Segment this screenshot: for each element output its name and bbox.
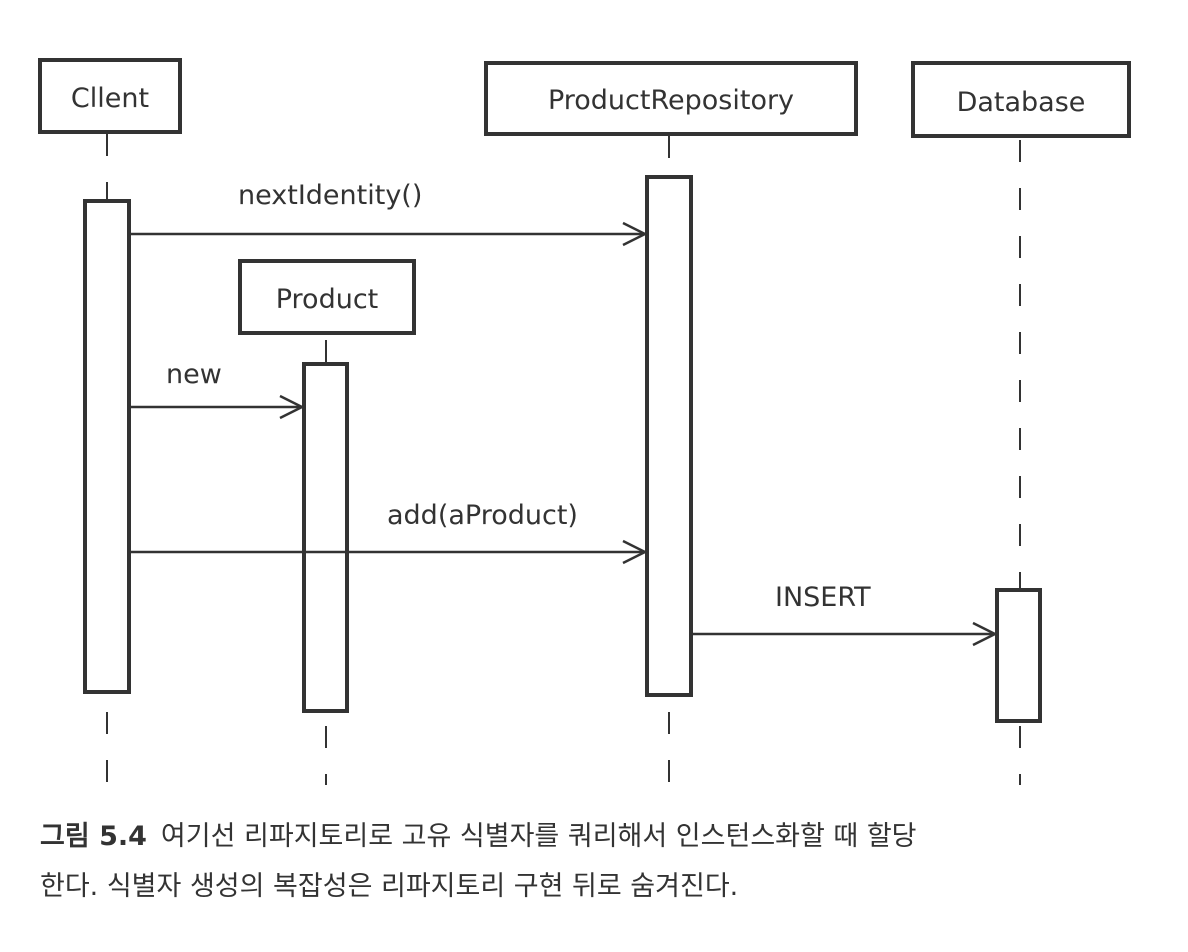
next-identity-arrowhead <box>622 221 648 247</box>
add-label: add(aProduct) <box>387 500 578 531</box>
database-box <box>911 61 1131 138</box>
caption-text-1: 여기선 리파지토리로 고유 식별자를 쿼리해서 인스턴스화할 때 할당 <box>160 821 917 852</box>
add-arrowhead <box>622 539 648 565</box>
repository-activation <box>645 175 693 697</box>
product-label: Product <box>276 284 379 315</box>
product-box <box>238 259 416 335</box>
new-label: new <box>166 359 222 390</box>
figure-caption: 그림 5.4 여기선 리파지토리로 고유 식별자를 쿼리해서 인스턴스화할 때 할… <box>40 812 1150 912</box>
figure-label: 그림 5.4 <box>40 821 147 852</box>
repository-label: ProductRepository <box>548 85 794 116</box>
client-label: Cllent <box>71 83 149 114</box>
caption-line-1: 그림 5.4 여기선 리파지토리로 고유 식별자를 쿼리해서 인스턴스화할 때 할… <box>40 812 1150 862</box>
caption-line-2: 한다. 식별자 생성의 복잡성은 리파지토리 구현 뒤로 숨겨진다. <box>40 871 739 902</box>
repository-box <box>484 61 858 136</box>
next-identity-label: nextIdentity() <box>238 180 422 211</box>
product-activation <box>302 362 349 713</box>
client-box <box>38 58 182 134</box>
database-activation <box>995 588 1042 723</box>
new-arrowhead <box>279 394 305 420</box>
insert-label: INSERT <box>775 582 871 613</box>
insert-arrowhead <box>972 621 998 647</box>
database-label: Database <box>957 87 1086 118</box>
client-activation <box>83 199 131 694</box>
